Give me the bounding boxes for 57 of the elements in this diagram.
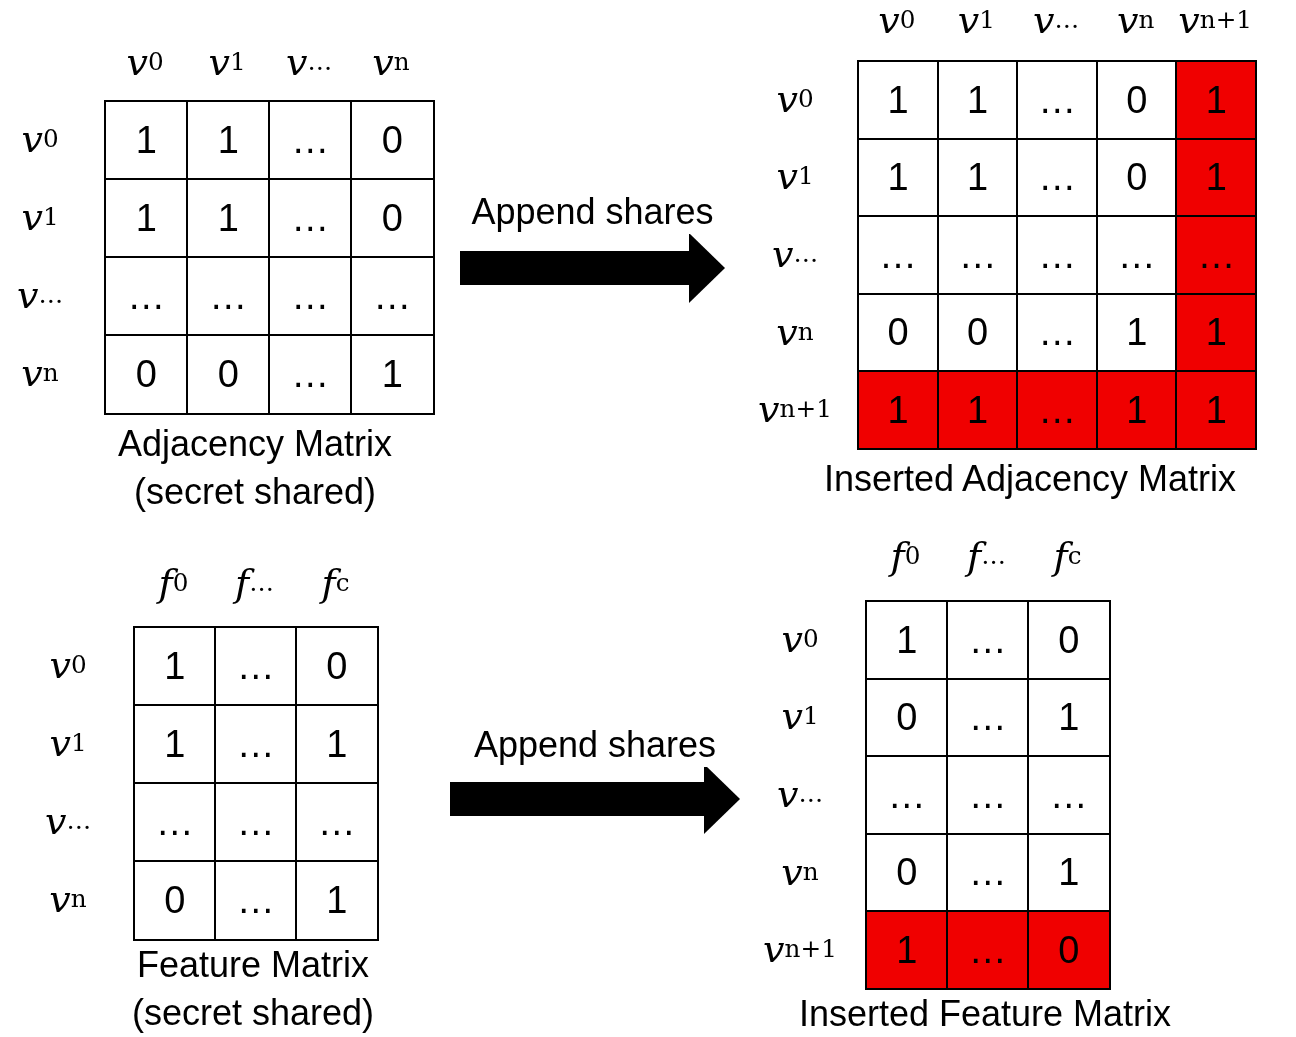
matrix-cell: …	[268, 178, 353, 259]
matrix-cell: …	[268, 256, 353, 337]
matrix-cell: 1	[133, 626, 217, 707]
matrix-cell: …	[1175, 215, 1258, 296]
matrix-cell: 1	[133, 704, 217, 785]
matrix-cell: 1	[1175, 137, 1258, 218]
matrix-cell: …	[865, 755, 949, 836]
matrix-cell: …	[946, 910, 1030, 991]
matrix-cell: 0	[350, 100, 435, 181]
matrix-cell: …	[1016, 370, 1099, 451]
matrix-cell: …	[350, 256, 435, 337]
matrix-caption: Adjacency Matrix (secret shared)	[116, 422, 394, 514]
matrix-cell: 1	[104, 100, 189, 181]
matrix-cell: 1	[186, 178, 271, 259]
matrix-cell: …	[214, 626, 298, 707]
matrix-cell: 0	[133, 860, 217, 941]
matrix-cell: 1	[295, 860, 379, 941]
matrix-cell: …	[1016, 215, 1099, 296]
matrix-cell: …	[857, 215, 940, 296]
matrix-cell: …	[295, 782, 379, 863]
matrix-cell: 1	[857, 370, 940, 451]
matrix-cell: …	[1027, 755, 1111, 836]
matrix-caption: Inserted Feature Matrix	[797, 992, 1173, 1036]
matrix-cell: 0	[104, 334, 189, 415]
matrix-cell: …	[946, 755, 1030, 836]
matrix-cell: …	[268, 334, 353, 415]
arrow	[460, 233, 725, 303]
matrix-cell: 1	[1175, 60, 1258, 141]
matrix-cell: 1	[1027, 677, 1111, 758]
matrix-cell: 0	[295, 626, 379, 707]
matrix-caption: Feature Matrix (secret shared)	[130, 943, 376, 1035]
matrix-cell: 1	[1095, 370, 1178, 451]
matrix-cell: 1	[295, 704, 379, 785]
matrix-cell: 1	[104, 178, 189, 259]
matrix-cell: 0	[1027, 910, 1111, 991]
matrix-cell: …	[104, 256, 189, 337]
matrix-cell: 1	[1175, 370, 1258, 451]
matrix-cell: 1	[857, 60, 940, 141]
matrix-cell: 0	[350, 178, 435, 259]
matrix-cell: 1	[865, 910, 949, 991]
matrix-cell: 1	[1027, 832, 1111, 913]
matrix-cell: …	[268, 100, 353, 181]
matrix-cell: …	[186, 256, 271, 337]
matrix-cell: 1	[936, 370, 1019, 451]
matrix-cell: 0	[1027, 600, 1111, 681]
matrix-cell: …	[214, 860, 298, 941]
matrix-cell: 1	[186, 100, 271, 181]
matrix-cell: 1	[350, 334, 435, 415]
matrix-cell: …	[133, 782, 217, 863]
matrix-cell: …	[946, 600, 1030, 681]
matrix-caption: Inserted Adjacency Matrix	[822, 457, 1238, 501]
matrix-cell: 1	[865, 600, 949, 681]
matrix-cell: 1	[1175, 292, 1258, 373]
matrix-cell: 0	[186, 334, 271, 415]
matrix-cell: …	[214, 782, 298, 863]
matrix-cell: …	[1016, 60, 1099, 141]
matrix-cell: …	[214, 704, 298, 785]
